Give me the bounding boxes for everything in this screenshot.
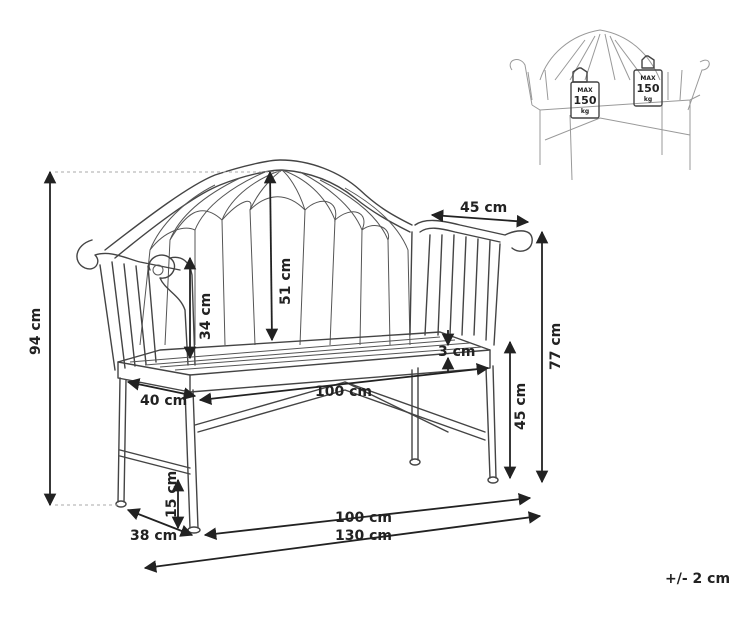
label-seat-width: 100 cm [315, 384, 372, 400]
label-total-width: 130 cm [335, 528, 392, 544]
weight-badge-right: MAX 150 kg [633, 55, 663, 107]
label-height-total: 94 cm [28, 308, 44, 355]
badge-left-max: MAX [577, 87, 593, 94]
label-arm-height: 77 cm [548, 323, 564, 370]
dimension-lines [43, 170, 549, 573]
weight-badge-left: MAX 150 kg [570, 67, 600, 119]
badge-left-value: 150 [574, 94, 597, 107]
label-base-width: 100 cm [335, 510, 392, 526]
badge-right-max: MAX [640, 75, 656, 82]
label-slat-thickness: 3 cm [438, 344, 476, 360]
badge-right-unit: kg [644, 96, 652, 103]
label-armrest-depth: 45 cm [460, 200, 507, 216]
label-seat-depth: 40 cm [140, 393, 187, 409]
label-tolerance: +/- 2 cm [665, 571, 730, 587]
label-base-depth: 38 cm [130, 528, 177, 544]
badge-right-value: 150 [637, 82, 660, 95]
thumbnail-bench [509, 29, 710, 181]
label-backrest-height: 34 cm [198, 293, 214, 340]
label-seat-height: 45 cm [513, 383, 529, 430]
label-height-back: 51 cm [278, 258, 294, 305]
label-foot-height: 15 cm [164, 471, 180, 518]
badge-left-unit: kg [581, 108, 589, 115]
